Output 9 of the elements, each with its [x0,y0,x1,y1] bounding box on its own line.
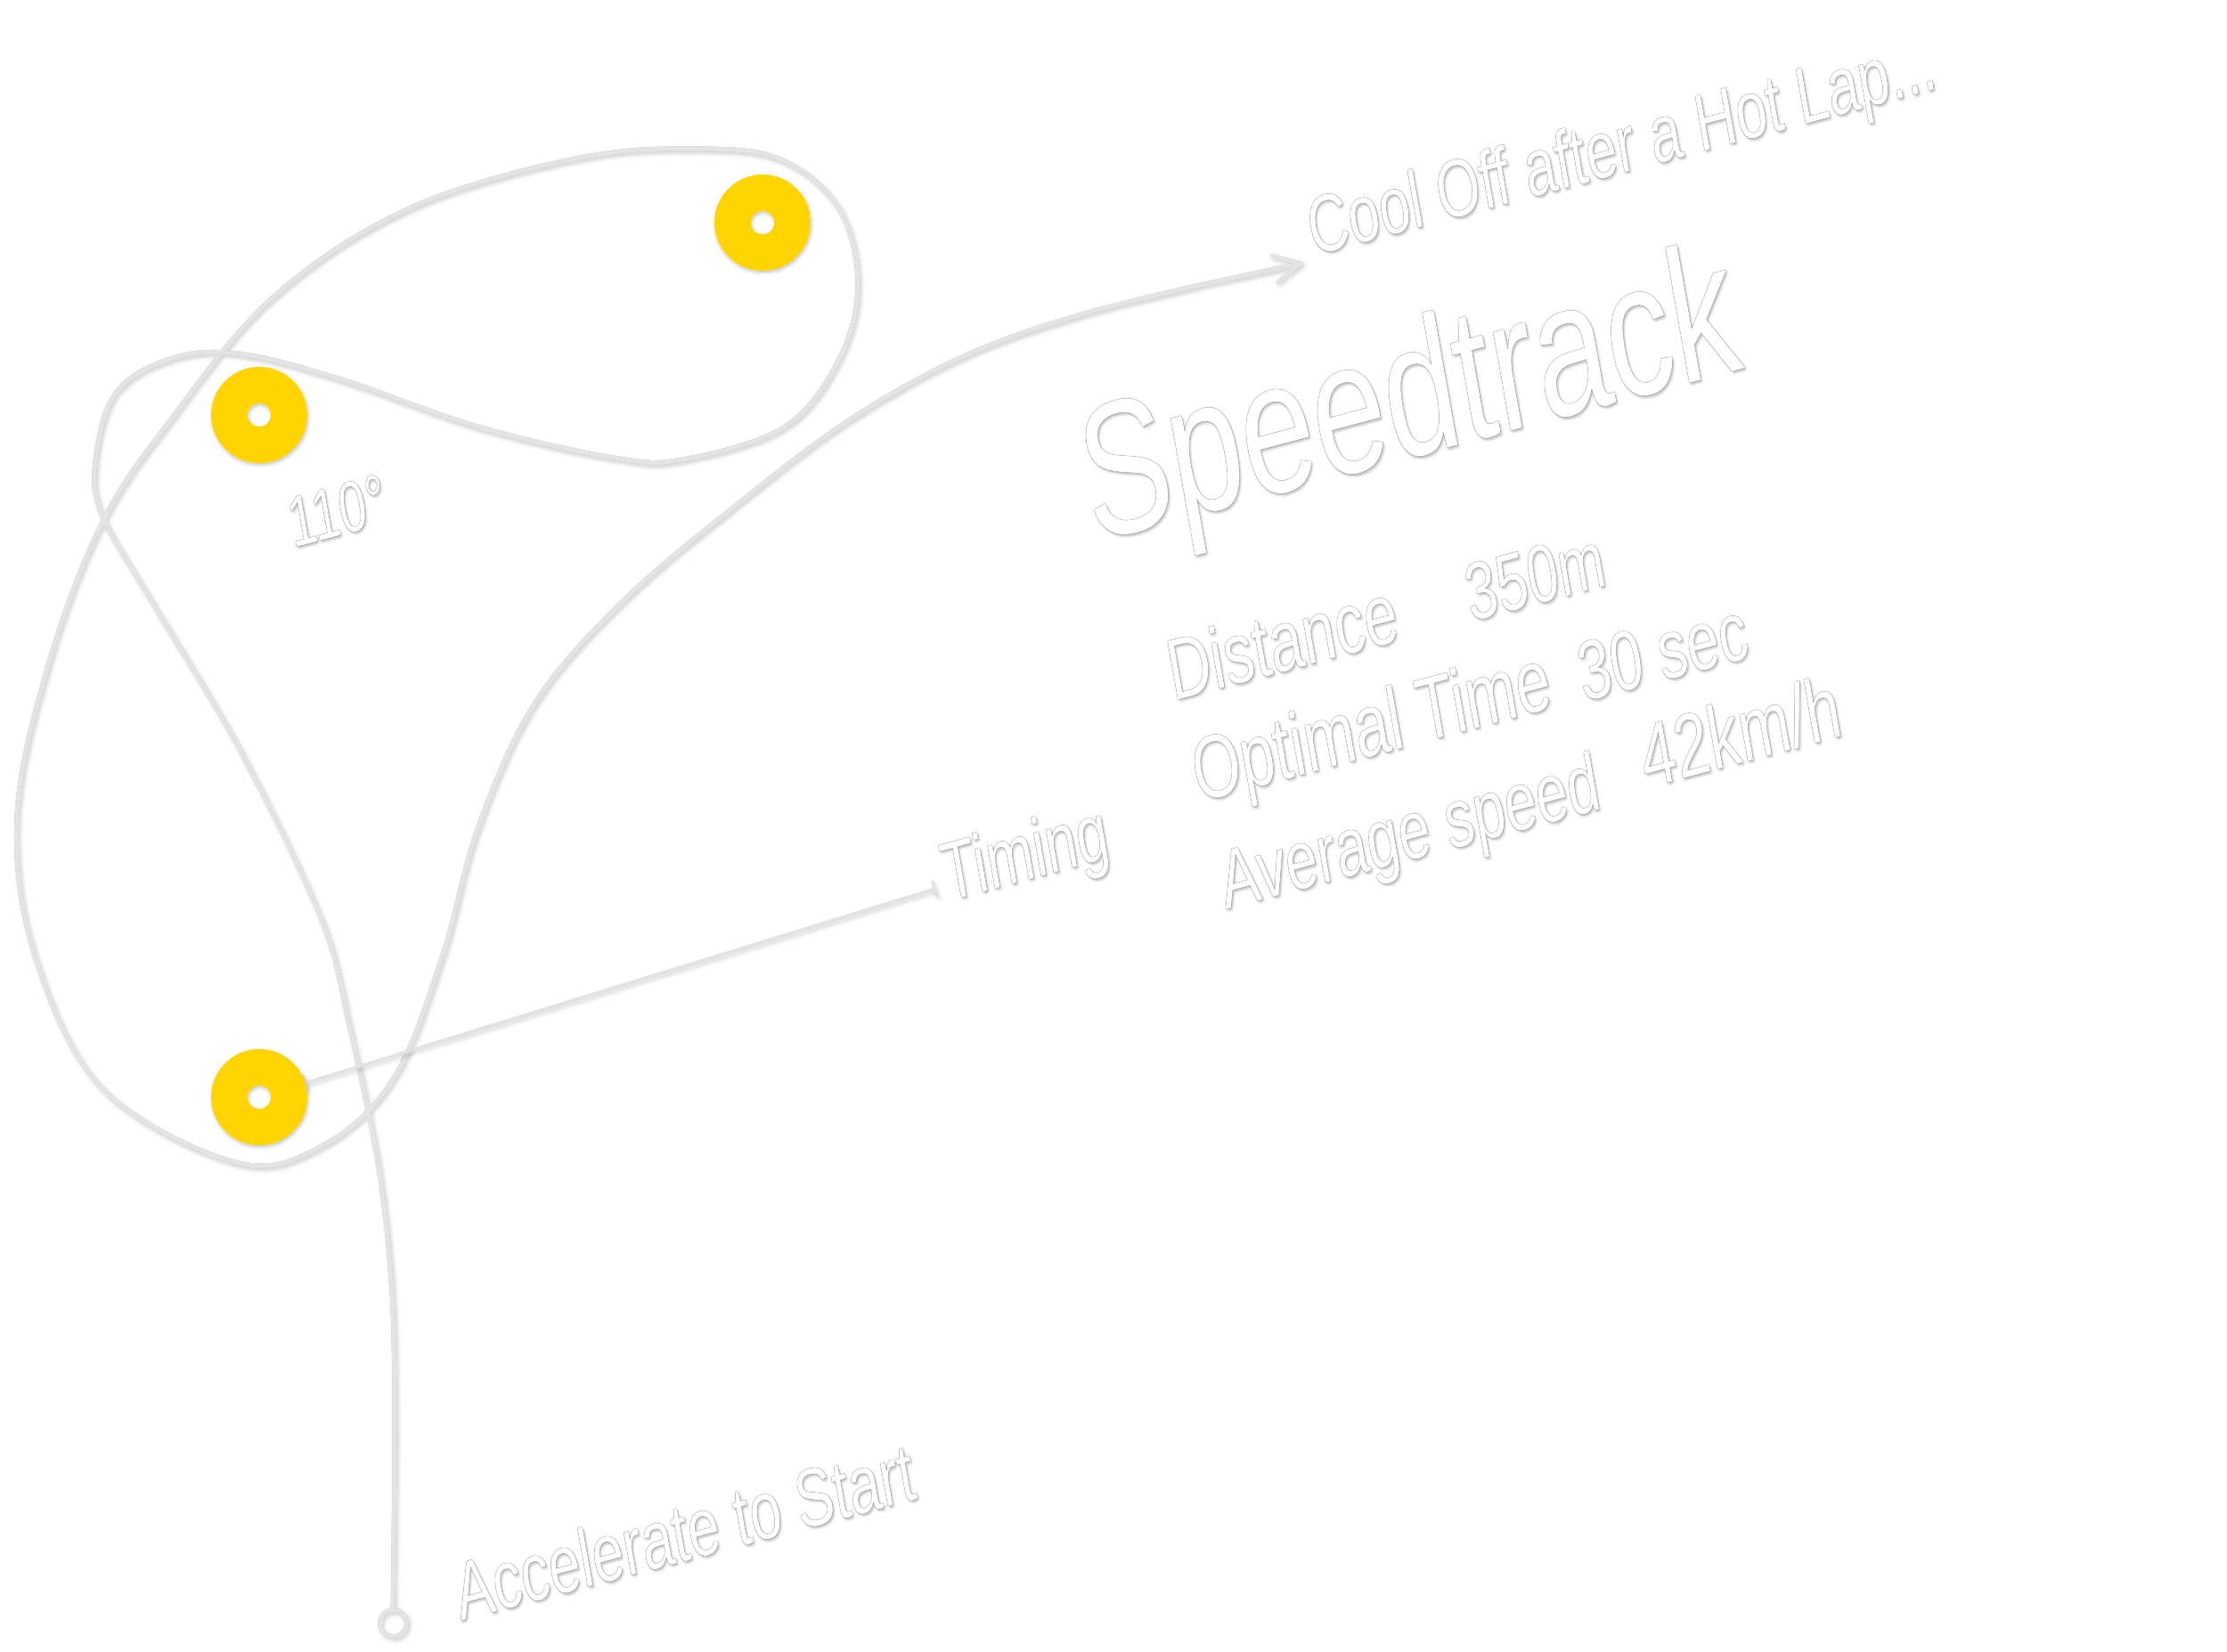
start-caption: Accelerate to Start [448,1429,921,1633]
angle-label: 110° [282,463,392,559]
track-arrow [13,146,1304,1609]
ring-marker [211,1049,307,1145]
start-circle [377,1607,409,1639]
ring-marker [211,367,307,463]
leader-line [301,880,939,1093]
ring-marker [714,175,811,271]
callout-label: Timing [934,788,1114,914]
